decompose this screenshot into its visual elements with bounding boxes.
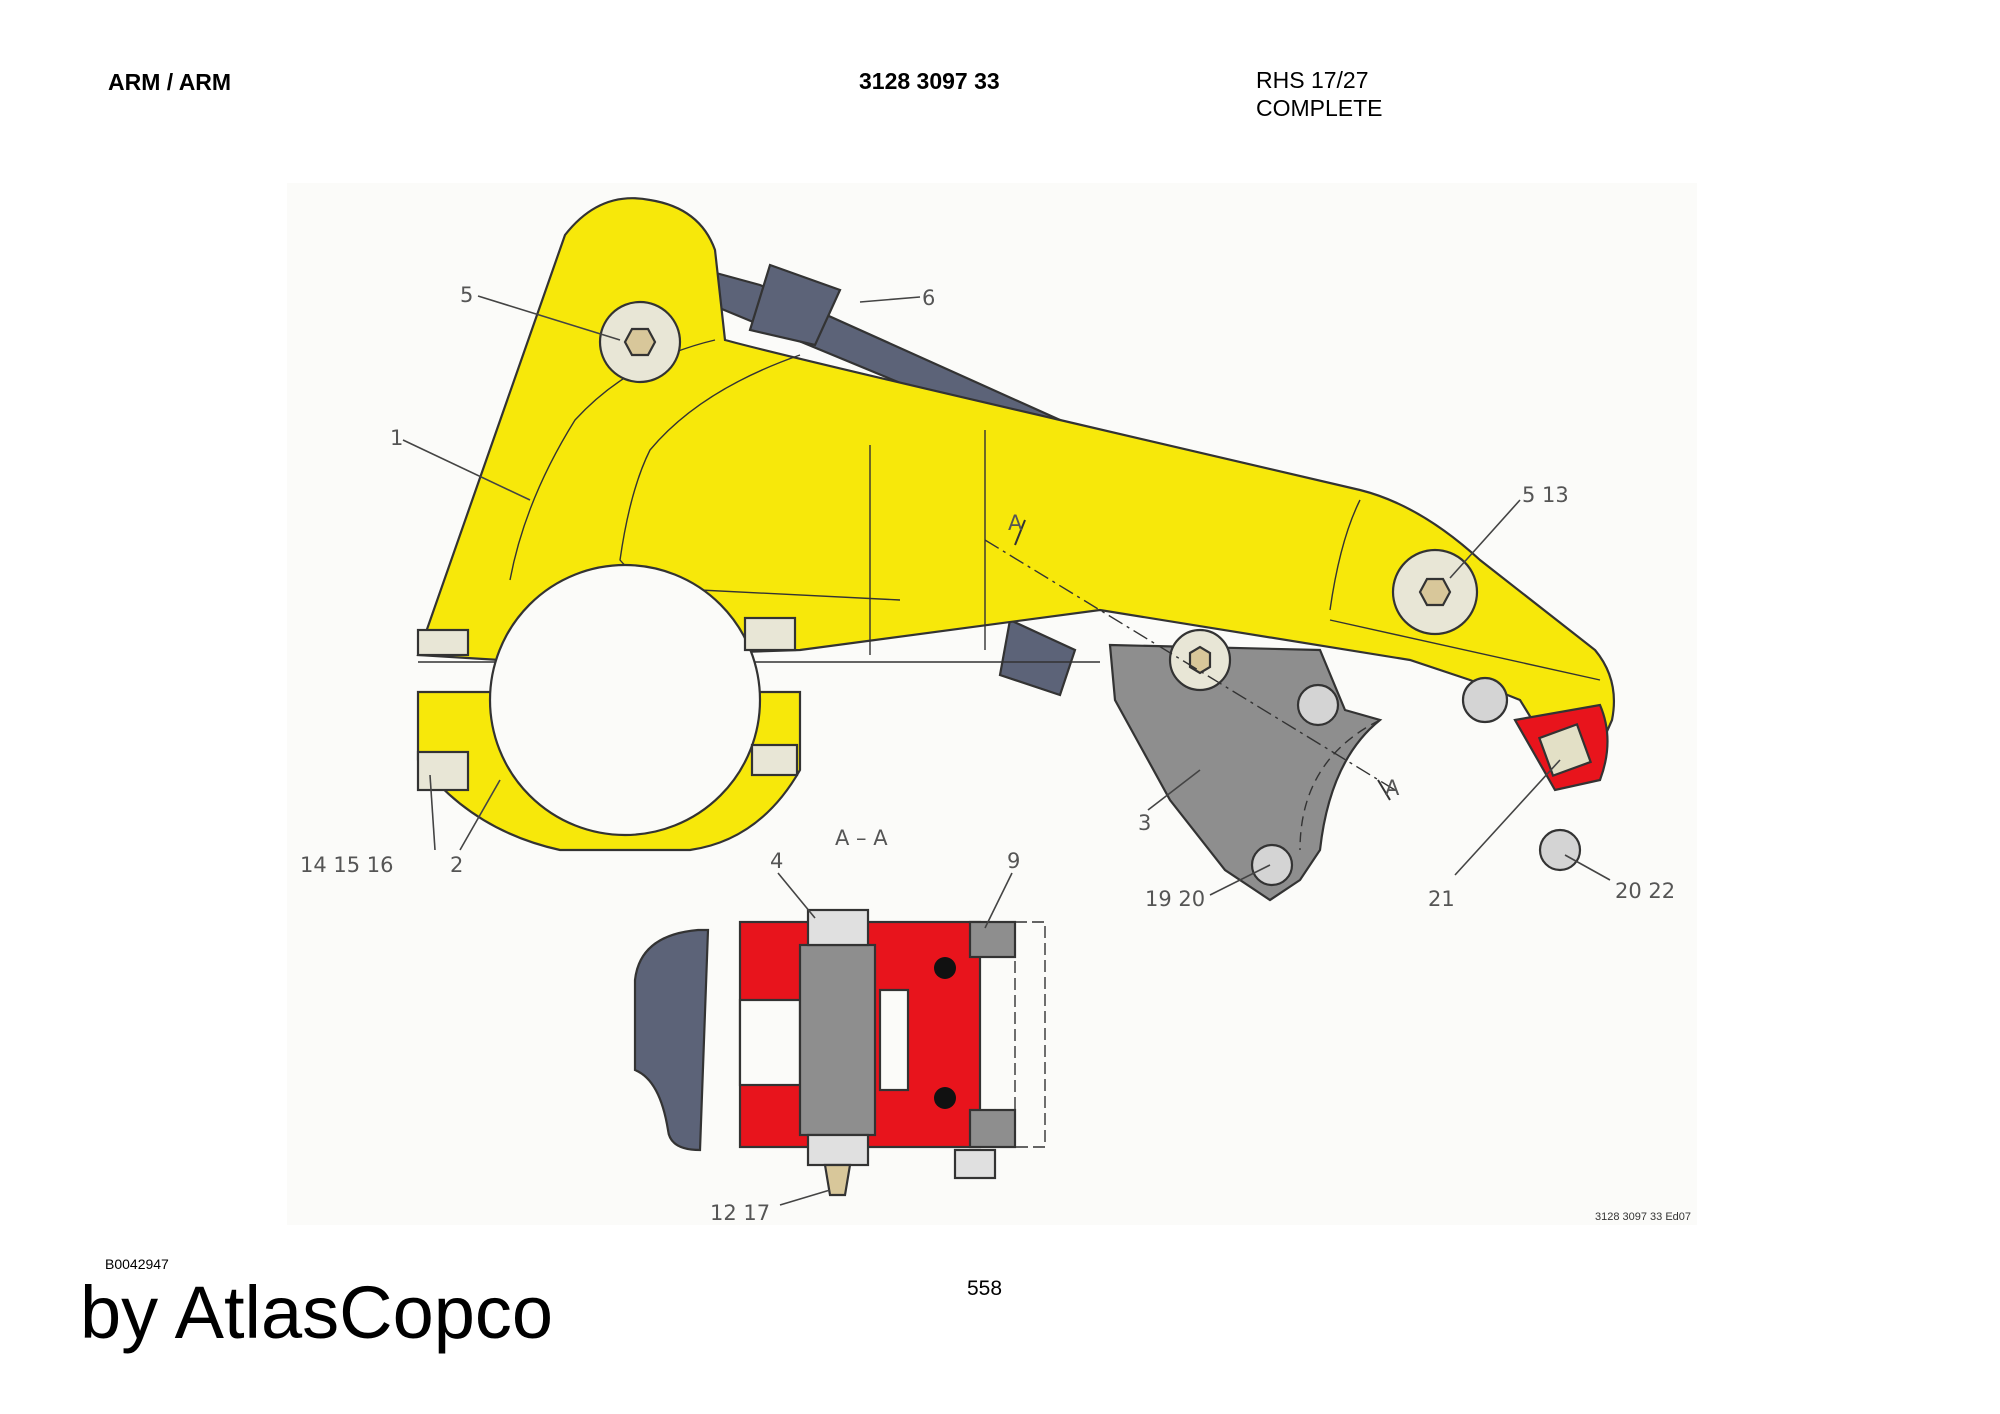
arm-body	[416, 197, 1616, 852]
section-marker-top: A	[1008, 511, 1023, 535]
callout-2: 2	[450, 853, 463, 877]
section-title: A – A	[835, 826, 888, 850]
callout-1: 1	[390, 426, 403, 450]
callout-5: 5	[460, 283, 473, 307]
part-number: 3128 3097 33	[859, 68, 1000, 94]
drawing-reference: 3128 3097 33 Ed07	[1595, 1211, 1691, 1223]
section-detail	[633, 908, 1046, 1197]
model-designation: RHS 17/27 COMPLETE	[1256, 66, 1383, 122]
model-line-1: RHS 17/27	[1256, 67, 1369, 93]
page-title: ARM / ARM	[108, 69, 232, 95]
bolt-heads	[416, 300, 1582, 887]
leader-lines	[402, 295, 1611, 1206]
page-number: 558	[967, 1277, 1003, 1300]
end-block	[1513, 703, 1609, 792]
callout-9: 9	[1007, 849, 1020, 873]
callout-4: 4	[770, 849, 783, 873]
model-line-2: COMPLETE	[1256, 95, 1383, 121]
callout-12-17: 12 17	[710, 1201, 770, 1225]
brand-footer: by AtlasCopco	[80, 1271, 554, 1354]
callout-14-15-16: 14 15 16	[300, 853, 394, 877]
callout-21: 21	[1428, 887, 1455, 911]
section-marker-bottom: A	[1385, 776, 1400, 800]
callout-19-20: 19 20	[1145, 887, 1205, 911]
callout-20-22: 20 22	[1615, 879, 1675, 903]
callout-6: 6	[922, 286, 935, 310]
callout-5-13: 5 13	[1522, 483, 1569, 507]
section-line	[984, 519, 1396, 801]
clamp-bore	[488, 563, 762, 837]
document-id: B0042947	[105, 1256, 169, 1272]
callout-3: 3	[1138, 811, 1151, 835]
